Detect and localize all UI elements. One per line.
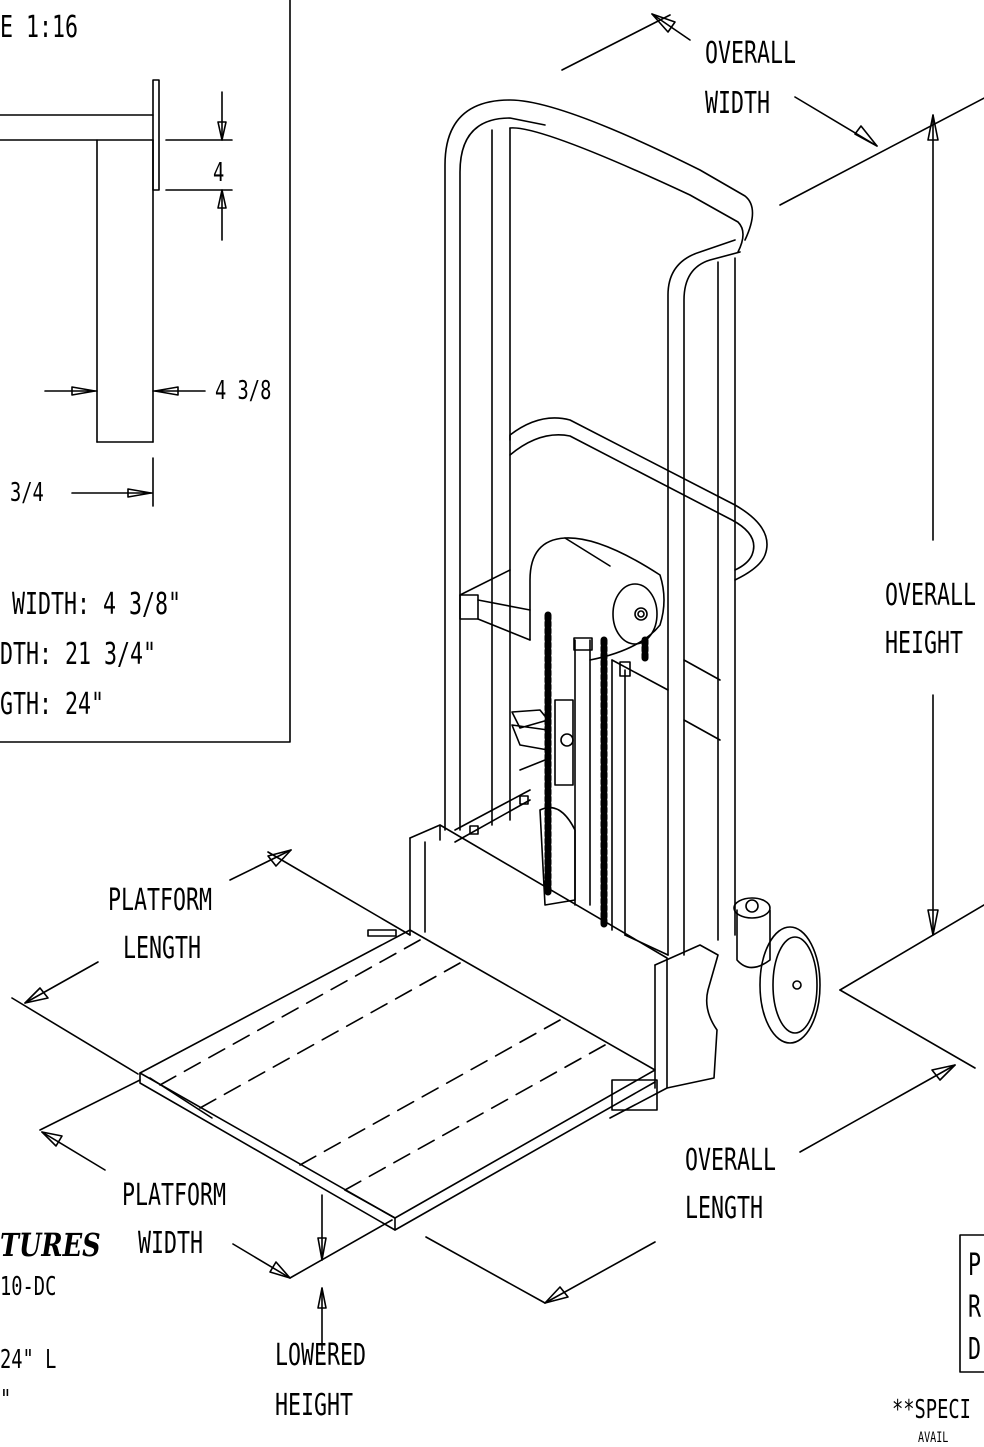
features-model: 10-DC (0, 1272, 57, 1302)
dim-lowered-height (318, 1195, 326, 1350)
inset-dim-4: 4 (213, 158, 225, 188)
platform-length-label-2: LENGTH (123, 931, 202, 966)
inset-dim-length: 3/4 (10, 478, 44, 508)
side-box-letter-r: R (968, 1290, 982, 1325)
platform-length-label-1: PLATFORM (108, 883, 213, 918)
overall-width-label-2: WIDTH (705, 86, 771, 121)
lift-truck (140, 100, 820, 1230)
overall-length-label-2: LENGTH (685, 1191, 764, 1226)
footnote-line-2: AVAIL (918, 1430, 949, 1446)
side-box-letter-p: P (968, 1248, 982, 1283)
platform-width-label-1: PLATFORM (122, 1178, 227, 1213)
platform-width-label-2: WIDTH (138, 1226, 204, 1261)
dim-overall-width (562, 14, 984, 205)
dim-platform-width (40, 1080, 392, 1278)
inset-spec-depth: DTH: 21 3/4" (0, 637, 157, 672)
side-box-outline (960, 1235, 984, 1372)
dim-overall-length (426, 990, 975, 1303)
lowered-height-label-1: LOWERED (275, 1338, 367, 1373)
features-extra: " (0, 1385, 12, 1415)
lowered-height-label-2: HEIGHT (275, 1388, 354, 1423)
overall-height-label-1: OVERALL (885, 578, 977, 613)
dim-platform-length (12, 850, 410, 1074)
inset-spec-width: WIDTH: 4 3/8" (12, 587, 182, 622)
features-size: 24" L (0, 1345, 57, 1375)
footnote-line-1: **SPECI (892, 1395, 971, 1425)
side-box-letter-d: D (968, 1332, 982, 1367)
overall-width-label-1: OVERALL (705, 36, 797, 71)
dim-overall-height (840, 115, 984, 990)
inset-spec-length: GTH: 24" (0, 687, 105, 722)
overall-height-label-2: HEIGHT (885, 626, 964, 661)
overall-length-label-1: OVERALL (685, 1143, 777, 1178)
inset-scale-label: E 1:16 (0, 10, 79, 45)
features-title: TURES (0, 1226, 101, 1264)
inset-dim-width: 4 3/8 (215, 376, 272, 406)
inset-detail (0, 0, 290, 742)
